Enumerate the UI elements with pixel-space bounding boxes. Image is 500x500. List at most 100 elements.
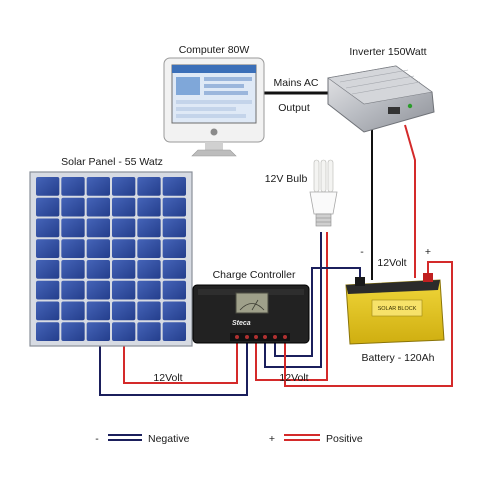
- screen-line: [176, 100, 252, 104]
- bulb-label: 12V Bulb: [265, 173, 308, 185]
- solar-cell: [86, 280, 110, 300]
- computer-stand-base: [191, 149, 237, 157]
- bulb-negative-wire: [264, 232, 322, 368]
- controller-brand: Steca: [232, 320, 251, 327]
- legend-positive-text: Positive: [326, 433, 363, 445]
- controller-top-edge: [198, 289, 304, 295]
- controller-terminal-icon: [273, 335, 277, 339]
- inverter-fin: [345, 75, 415, 89]
- controller-terminal-icon: [283, 335, 287, 339]
- solar-cell: [61, 177, 85, 196]
- battery-negative-terminal: [355, 277, 365, 286]
- solar-cell: [162, 239, 186, 258]
- solar-cell: [137, 301, 161, 321]
- solar-cell: [36, 280, 60, 300]
- panel-positive-wire: [123, 343, 238, 384]
- solar-cell: [137, 218, 161, 238]
- solar-cell: [36, 218, 60, 238]
- solar-cell: [86, 322, 110, 341]
- solar-cell: [162, 218, 186, 238]
- solar-cell: [86, 177, 110, 196]
- solar-cell: [137, 322, 161, 341]
- charge-controller: Steca Charge Controller: [192, 269, 310, 344]
- controller-display: [235, 292, 269, 314]
- solar-cell: [162, 177, 186, 196]
- cfl-bulb: 12V Bulb: [265, 159, 338, 227]
- battery-negative-sign: -: [360, 246, 364, 258]
- legend: - Negative + Positive: [95, 433, 363, 445]
- battery-sticker: [371, 299, 423, 317]
- bulb-tube: [327, 159, 334, 193]
- solar-cell: [112, 239, 136, 258]
- bulb-positive-wire: [255, 232, 328, 381]
- battery-top: [346, 280, 440, 294]
- battery-wire-label: 12Volt: [377, 257, 406, 269]
- controller-terminal-icon: [245, 335, 249, 339]
- solar-cell: [61, 260, 85, 279]
- screen-line: [204, 91, 248, 95]
- battery-brand: SOLAR BLOCK: [378, 306, 417, 312]
- screen-block: [176, 77, 200, 95]
- controller-gauge-needle: [251, 299, 259, 311]
- solar-cell: [61, 197, 85, 217]
- solar-cell: [112, 260, 136, 279]
- legend-negative-sign: -: [95, 433, 99, 445]
- solar-cell: [162, 322, 186, 341]
- battery-positive-wire: [284, 261, 453, 387]
- output-label: Output: [278, 102, 310, 114]
- solar-cell: [61, 239, 85, 258]
- solar-cell: [61, 322, 85, 341]
- solar-cell: [86, 301, 110, 321]
- solar-cell: [162, 280, 186, 300]
- solar-cell: [137, 177, 161, 196]
- solar-cell: [86, 260, 110, 279]
- computer-stand-neck: [205, 142, 223, 150]
- solar-cell: [112, 322, 136, 341]
- inverter: Inverter 150Watt: [327, 46, 435, 133]
- solar-cell: [61, 218, 85, 238]
- inverter-fin: [339, 69, 409, 83]
- controller-body: [192, 284, 310, 344]
- solar-cell: [162, 260, 186, 279]
- bulb-ballast: [309, 191, 338, 215]
- solar-cell: [36, 177, 60, 196]
- legend-negative-text: Negative: [148, 433, 190, 445]
- inverter-led-icon: [407, 103, 413, 109]
- solar-cell: [112, 301, 136, 321]
- solar-panel: Solar Panel - 55 Watz: [29, 156, 193, 347]
- controller-terminal-block: [230, 333, 290, 341]
- mains-ac-label: Mains AC: [274, 77, 319, 89]
- inverter-fin: [351, 81, 421, 95]
- wiring: [99, 91, 453, 396]
- screen-line: [204, 84, 244, 88]
- battery-positive-sign: +: [425, 246, 431, 258]
- computer-label: Computer 80W: [179, 44, 250, 56]
- solar-cell: [162, 197, 186, 217]
- solar-cell: [86, 218, 110, 238]
- inverter-positive-wire: [404, 124, 416, 278]
- screen-line: [176, 114, 246, 118]
- solar-cell: [86, 239, 110, 258]
- bulb-base: [315, 213, 332, 227]
- solar-cell: [86, 197, 110, 217]
- controller-terminal-icon: [263, 335, 267, 339]
- inverter-top-face: [327, 65, 433, 105]
- solar-cell: [61, 301, 85, 321]
- panel-negative-wire: [99, 343, 248, 396]
- controller-terminal-icon: [235, 335, 239, 339]
- solar-cell-grid: [36, 177, 186, 341]
- legend-positive-sign: +: [269, 433, 275, 445]
- solar-cell: [36, 301, 60, 321]
- battery-negative-wire: [274, 267, 361, 357]
- solar-cell: [137, 260, 161, 279]
- solar-cell: [36, 197, 60, 217]
- screen-line: [204, 77, 252, 81]
- inverter-label: Inverter 150Watt: [349, 46, 426, 58]
- inverter-socket-icon: [388, 107, 400, 114]
- panel-wire-label: 12Volt: [153, 372, 182, 384]
- computer: Computer 80W: [163, 44, 265, 157]
- bulb-tube: [320, 159, 327, 193]
- solar-cell: [61, 280, 85, 300]
- controller-gauge-icon: [239, 303, 265, 311]
